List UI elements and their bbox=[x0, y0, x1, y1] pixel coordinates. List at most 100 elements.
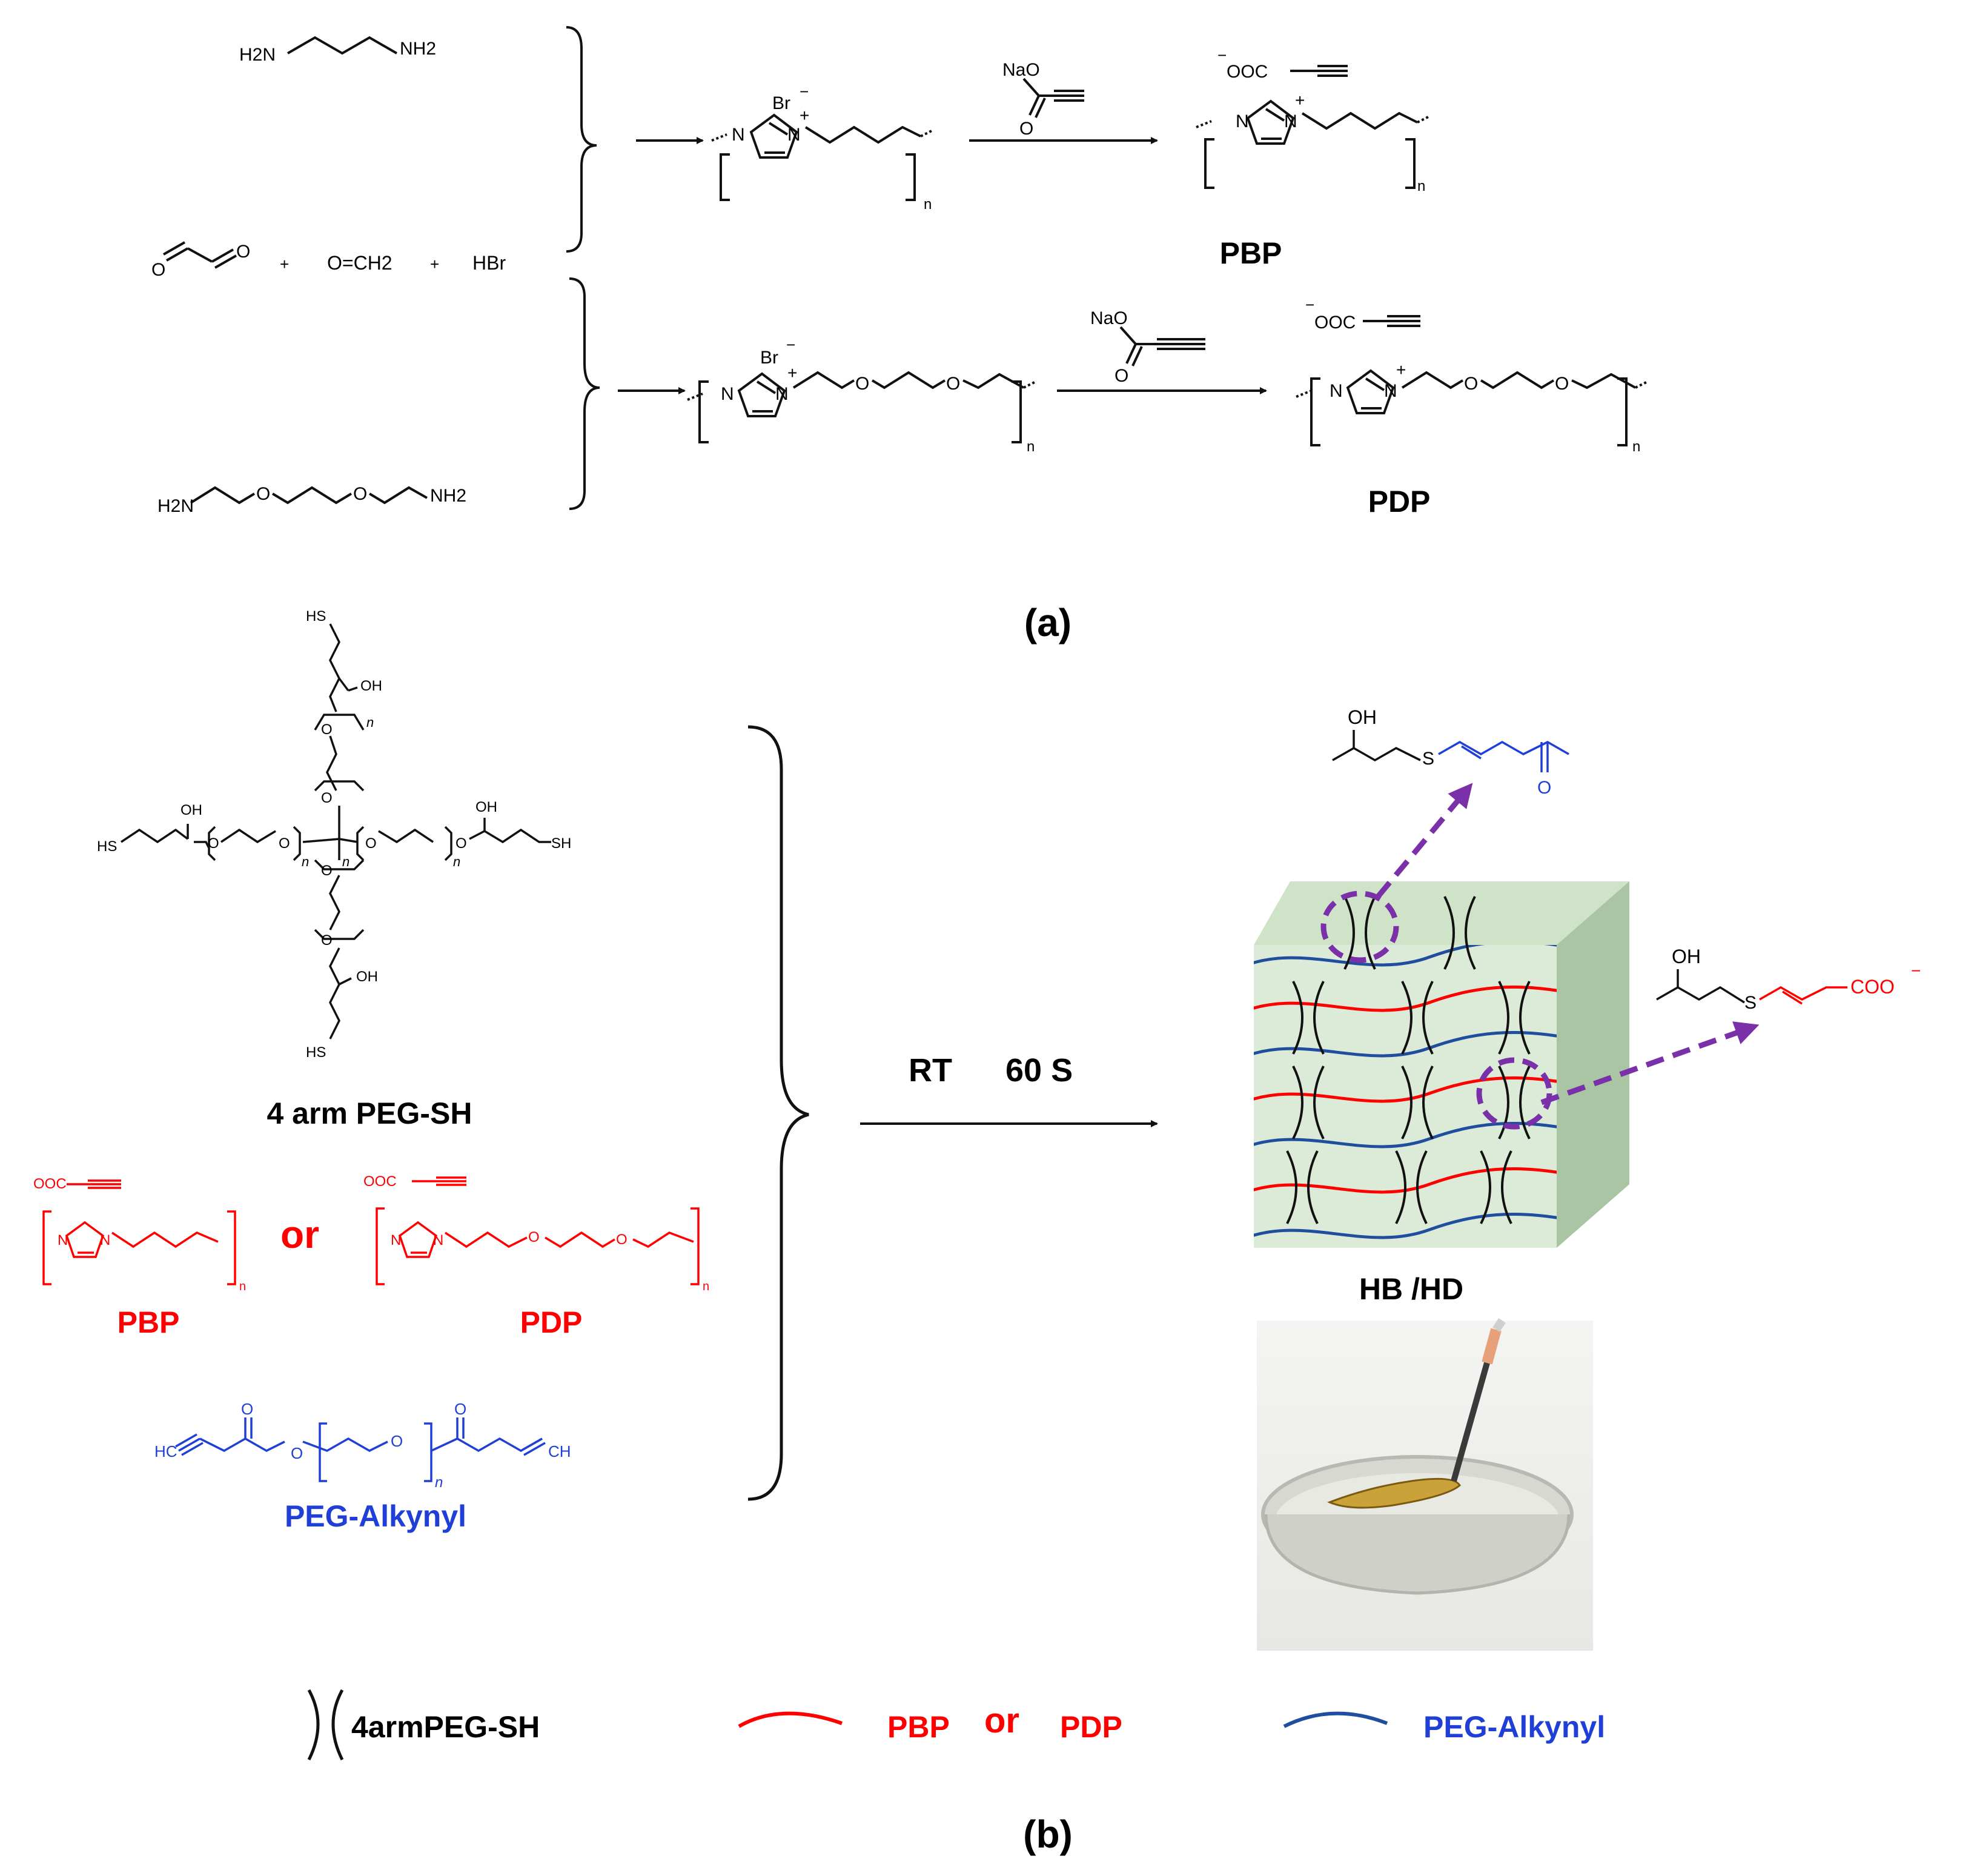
peg-sh-left-n: n bbox=[302, 854, 309, 869]
formaldehyde-label: O=CH2 bbox=[327, 252, 392, 274]
glyoxal-o1: O bbox=[151, 260, 165, 280]
alkynyl-carbonyl-o2: O bbox=[454, 1400, 466, 1418]
glyoxal-structure bbox=[163, 241, 237, 269]
pbp-product-structure bbox=[1196, 65, 1430, 189]
peg-diamine-o2: O bbox=[353, 484, 367, 504]
peg-alkynyl-name: PEG-Alkynyl bbox=[285, 1499, 466, 1533]
crosslinks bbox=[1286, 896, 1531, 1224]
thioether-right-coo: COO bbox=[1850, 976, 1895, 998]
peg-diamine-o1: O bbox=[256, 484, 270, 504]
thioether-right-structure bbox=[1656, 969, 1847, 1005]
peg-sh-left-oh: OH bbox=[181, 802, 202, 818]
hydrogel-cube bbox=[1254, 881, 1629, 1248]
pdp-o1: O bbox=[1464, 374, 1478, 394]
pbp-n-left: N bbox=[1236, 111, 1249, 131]
highlight-circle-right bbox=[1476, 1057, 1552, 1130]
peg-diamine-left-label: H2N bbox=[157, 496, 194, 516]
crosslink-mark bbox=[1422, 1066, 1434, 1139]
pdp-repeat-n: n bbox=[1632, 439, 1640, 455]
thioether-top-structure bbox=[1332, 730, 1569, 772]
legend-blue-line-icon bbox=[1283, 1711, 1388, 1728]
crosslink-mark bbox=[1395, 1150, 1406, 1224]
crosslink-mark bbox=[1480, 1150, 1491, 1224]
peg-sh-structure bbox=[121, 623, 551, 1039]
pdp-red-n: n bbox=[703, 1280, 709, 1293]
alkynyl-n: n bbox=[435, 1474, 443, 1491]
condition-time: 60 S bbox=[1005, 1052, 1073, 1089]
pdp-o2: O bbox=[1555, 374, 1569, 394]
pbp-pdp-chain bbox=[1254, 986, 1557, 1012]
peg-sh-top-o: O bbox=[321, 721, 333, 738]
hydrogel-label: HB /HD bbox=[1359, 1272, 1463, 1306]
thioether-top-o: O bbox=[1537, 778, 1551, 798]
hydrogel-photo bbox=[1257, 1318, 1593, 1651]
pdp-red-o2: O bbox=[616, 1231, 628, 1248]
pdp-anion-minus: − bbox=[1305, 296, 1314, 314]
peg-sh-right-oh: OH bbox=[475, 799, 497, 815]
pdp-red-anion: OOC bbox=[363, 1173, 397, 1190]
pbp-anion-minus: − bbox=[1217, 46, 1227, 64]
legend-label-or: or bbox=[984, 1701, 1019, 1740]
brace-upper bbox=[566, 26, 597, 253]
crosslink-mark bbox=[1401, 981, 1413, 1055]
pbp-red-n1: N bbox=[58, 1232, 68, 1248]
panel-b-label: (b) bbox=[1023, 1812, 1073, 1856]
crosslink-mark bbox=[1365, 896, 1376, 970]
peg-sh-name: 4 arm PEG-SH bbox=[267, 1096, 472, 1130]
alkynyl-hc: HC bbox=[154, 1442, 177, 1460]
thioether-right-oh: OH bbox=[1672, 946, 1701, 967]
legend-label-peg-sh: 4armPEG-SH bbox=[351, 1710, 540, 1744]
crosslink-mark bbox=[1465, 896, 1476, 970]
crosslink-mark bbox=[1443, 896, 1455, 970]
int1-bromide: Br bbox=[772, 93, 790, 113]
int2-bromide: Br bbox=[760, 348, 778, 368]
crosslink-mark bbox=[1313, 1066, 1325, 1139]
pbp-pdp-chain bbox=[1254, 1076, 1557, 1103]
peg-sh-center-n: n bbox=[342, 854, 349, 869]
intermediate-peg-structure bbox=[687, 371, 1036, 443]
panel-a: H2N NH2 O O + O=CH2 + HBr H2N O O NH2 bbox=[151, 26, 1648, 645]
glyoxal-o2: O bbox=[236, 242, 250, 262]
purple-arrow-top bbox=[1376, 783, 1473, 898]
peg-sh-bottom-o2: O bbox=[321, 932, 333, 949]
pbp-red-n2: N bbox=[100, 1232, 110, 1248]
legend-crosslink-icon bbox=[307, 1689, 344, 1761]
legend-label-pbp: PBP bbox=[887, 1710, 950, 1744]
peg-diamine-right-label: NH2 bbox=[430, 486, 466, 506]
pbp-red-anion: OOC bbox=[33, 1176, 67, 1192]
plus-sign-2: + bbox=[430, 255, 439, 273]
pbp-n-right: N bbox=[1284, 111, 1297, 131]
peg-sh-right-o2: O bbox=[455, 835, 467, 852]
propiolate2-na: NaO bbox=[1090, 308, 1128, 328]
pbp-red-label: PBP bbox=[118, 1305, 180, 1339]
peg-sh-top-o2: O bbox=[321, 790, 333, 806]
peg-alkynyl-structure bbox=[175, 1417, 546, 1482]
crosslink-mark bbox=[1313, 981, 1325, 1055]
crosslink-mark bbox=[1401, 1066, 1413, 1139]
int2-n-left: N bbox=[721, 384, 734, 404]
peg-sh-left-o: O bbox=[208, 835, 219, 852]
crosslink-mark bbox=[1286, 1150, 1297, 1224]
alkynyl-ch: CH bbox=[548, 1442, 571, 1460]
crosslink-mark bbox=[1307, 1150, 1319, 1224]
crosslink-mark bbox=[1498, 1066, 1509, 1139]
thioether-right-minus: − bbox=[1911, 961, 1921, 980]
alkynyl-ester-o: O bbox=[291, 1444, 303, 1462]
int2-o2: O bbox=[946, 374, 960, 394]
pbp-label: PBP bbox=[1220, 236, 1282, 270]
peg-alkynyl-chain bbox=[1254, 1122, 1557, 1148]
peg-sh-bottom-hs: HS bbox=[306, 1044, 326, 1061]
peg-sh-bottom-oh: OH bbox=[356, 969, 378, 985]
int1-repeat-n: n bbox=[924, 196, 932, 213]
crosslink-mark bbox=[1498, 981, 1509, 1055]
intermediate-butyl-structure bbox=[711, 113, 933, 201]
pdp-red-n2: N bbox=[433, 1232, 443, 1248]
alkynyl-ether-o: O bbox=[391, 1432, 403, 1450]
butanediamine-structure bbox=[286, 36, 398, 55]
peg-sh-top-n: n bbox=[366, 715, 374, 730]
int2-o1: O bbox=[855, 374, 869, 394]
legend-label-pdp: PDP bbox=[1060, 1710, 1122, 1744]
pbp-repeat-n: n bbox=[1417, 178, 1425, 194]
condition-temp: RT bbox=[909, 1052, 952, 1089]
